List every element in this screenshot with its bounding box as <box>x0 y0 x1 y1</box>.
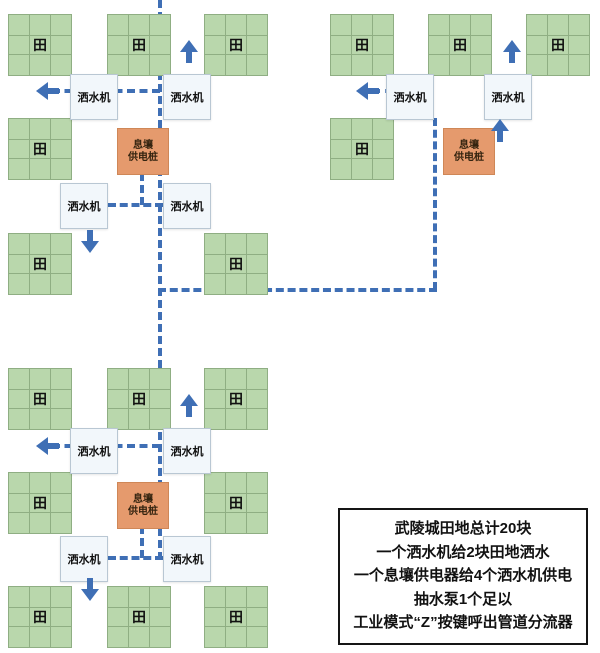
sprinkler-label: 洒水机 <box>67 554 101 566</box>
arrow-up-icon <box>180 40 198 63</box>
sprinkler-label: 洒水机 <box>77 446 111 458</box>
arrow-left-icon <box>36 437 59 455</box>
sprinkler-block: 洒水机 <box>484 74 532 120</box>
power-label-line2: 供电桩 <box>128 151 158 163</box>
field-label: 田 <box>551 37 565 53</box>
pipe-segment <box>108 203 163 207</box>
field-label: 田 <box>229 495 243 511</box>
power-station-block: 息壤 供电桩 <box>117 482 169 529</box>
sprinkler-label: 洒水机 <box>170 554 204 566</box>
field-label: 田 <box>229 37 243 53</box>
field-label: 田 <box>33 609 47 625</box>
sprinkler-block: 洒水机 <box>386 74 434 120</box>
field-label: 田 <box>132 609 146 625</box>
field-block: 田 <box>107 368 171 430</box>
sprinkler-label: 洒水机 <box>170 446 204 458</box>
arrow-left-icon <box>36 82 59 100</box>
note-box: 武陵城田地总计20块 一个洒水机给2块田地洒水 一个息壤供电器给4个洒水机供电 … <box>338 508 588 645</box>
field-block: 田 <box>428 14 492 76</box>
power-label-line2: 供电桩 <box>454 151 484 163</box>
power-station-block: 息壤 供电桩 <box>443 128 495 175</box>
field-block: 田 <box>8 118 72 180</box>
field-block: 田 <box>204 368 268 430</box>
note-line-sprinkler-ratio: 一个洒水机给2块田地洒水 <box>376 543 550 561</box>
pipe-segment <box>140 526 144 558</box>
note-line-power-ratio: 一个息壤供电器给4个洒水机供电 <box>353 567 573 584</box>
arrow-left-icon <box>356 82 379 100</box>
pipe-segment <box>108 556 163 560</box>
arrow-up-icon <box>180 394 198 417</box>
sprinkler-block: 洒水机 <box>60 536 108 582</box>
field-label: 田 <box>355 37 369 53</box>
pipe-segment <box>140 173 144 205</box>
power-station-block: 息壤 供电桩 <box>117 128 169 175</box>
field-label: 田 <box>453 37 467 53</box>
field-label: 田 <box>33 391 47 407</box>
field-block: 田 <box>330 118 394 180</box>
field-block: 田 <box>8 586 72 648</box>
field-block: 田 <box>526 14 590 76</box>
field-label: 田 <box>33 141 47 157</box>
field-label: 田 <box>355 141 369 157</box>
sprinkler-block: 洒水机 <box>163 536 211 582</box>
sprinkler-block: 洒水机 <box>163 74 211 120</box>
field-block: 田 <box>8 14 72 76</box>
field-block: 田 <box>204 233 268 295</box>
field-label: 田 <box>132 37 146 53</box>
sprinkler-block: 洒水机 <box>163 183 211 229</box>
sprinkler-label: 洒水机 <box>170 201 204 213</box>
arrow-down-icon <box>81 230 99 253</box>
note-line-industry-mode: 工业模式“Z”按键呼出管道分流器 <box>353 614 573 631</box>
field-block: 田 <box>107 14 171 76</box>
note-line-pump: 抽水泵1个足以 <box>413 590 513 608</box>
field-block: 田 <box>107 586 171 648</box>
sprinkler-label: 洒水机 <box>491 92 525 104</box>
field-label: 田 <box>229 256 243 272</box>
field-label: 田 <box>229 391 243 407</box>
field-block: 田 <box>204 14 268 76</box>
sprinkler-block: 洒水机 <box>163 428 211 474</box>
arrow-up-icon <box>503 40 521 63</box>
field-block: 田 <box>8 233 72 295</box>
arrow-up-icon <box>491 119 509 142</box>
field-block: 田 <box>330 14 394 76</box>
field-label: 田 <box>229 609 243 625</box>
sprinkler-block: 洒水机 <box>60 183 108 229</box>
sprinkler-block: 洒水机 <box>70 428 118 474</box>
power-label-line1: 息壤 <box>133 493 153 505</box>
pipe-segment-cross-horizontal <box>158 288 437 292</box>
field-label: 田 <box>33 37 47 53</box>
sprinkler-label: 洒水机 <box>170 92 204 104</box>
field-block: 田 <box>204 472 268 534</box>
pipe-segment-right-riser <box>433 118 437 290</box>
field-block: 田 <box>8 472 72 534</box>
power-label-line2: 供电桩 <box>128 505 158 517</box>
note-line-total-fields: 武陵城田地总计20块 <box>394 520 532 537</box>
field-label: 田 <box>132 391 146 407</box>
pipe-segment-main-trunk <box>158 0 162 560</box>
field-label: 田 <box>33 495 47 511</box>
field-block: 田 <box>204 586 268 648</box>
field-block: 田 <box>8 368 72 430</box>
sprinkler-label: 洒水机 <box>393 92 427 104</box>
power-label-line1: 息壤 <box>133 139 153 151</box>
sprinkler-label: 洒水机 <box>67 201 101 213</box>
power-label-line1: 息壤 <box>459 139 479 151</box>
arrow-down-icon <box>81 578 99 601</box>
sprinkler-block: 洒水机 <box>70 74 118 120</box>
sprinkler-label: 洒水机 <box>77 92 111 104</box>
field-label: 田 <box>33 256 47 272</box>
